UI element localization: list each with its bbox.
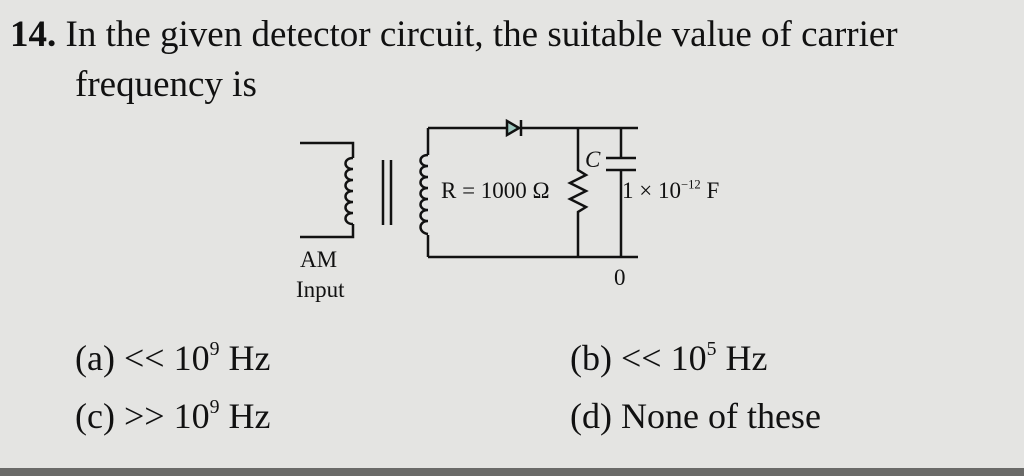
input-label-input: Input (296, 277, 345, 302)
question-text: In the given detector circuit, the suita… (65, 14, 898, 55)
option-key: (c) (75, 396, 115, 436)
option-d[interactable]: (d) None of these (570, 398, 821, 434)
option-a[interactable]: (a) << 109 Hz (75, 338, 271, 378)
capacitance-value: 1 × 10−12 F (622, 177, 720, 203)
option-exponent: 9 (209, 338, 220, 361)
primary-coil (300, 141, 355, 239)
option-text: None of these (620, 396, 821, 436)
capacitor (606, 128, 636, 257)
option-b[interactable]: (b) << 105 Hz (570, 338, 768, 378)
option-key: (a) (75, 338, 115, 378)
capacitor-label: C (585, 147, 601, 172)
option-key: (d) (570, 396, 612, 436)
resistor-label: R = 1000 Ω (441, 178, 550, 203)
capacitance-base: 1 × 10 (622, 178, 681, 203)
question-line-1: 14. In the given detector circuit, the s… (10, 16, 898, 53)
capacitance-unit: F (706, 178, 720, 203)
resistor (567, 128, 589, 257)
input-label-am: AM (300, 247, 338, 272)
transformer-core (381, 160, 393, 225)
option-exponent: 9 (209, 396, 220, 419)
output-label: 0 (614, 265, 626, 290)
option-exponent: 5 (706, 338, 717, 361)
question-line-2: frequency is (75, 64, 257, 105)
option-text: >> 10 (123, 396, 210, 436)
option-unit: Hz (219, 338, 271, 378)
question-number: 14. (10, 14, 57, 55)
option-unit: Hz (219, 396, 271, 436)
option-key: (b) (570, 338, 612, 378)
secondary-coil (419, 128, 430, 257)
option-text: << 10 (620, 338, 707, 378)
diode-icon (505, 118, 523, 138)
option-text: << 10 (123, 338, 210, 378)
page-edge (0, 468, 1024, 476)
capacitance-exponent: −12 (680, 177, 701, 192)
option-unit: Hz (716, 338, 768, 378)
option-c[interactable]: (c) >> 109 Hz (75, 396, 271, 436)
